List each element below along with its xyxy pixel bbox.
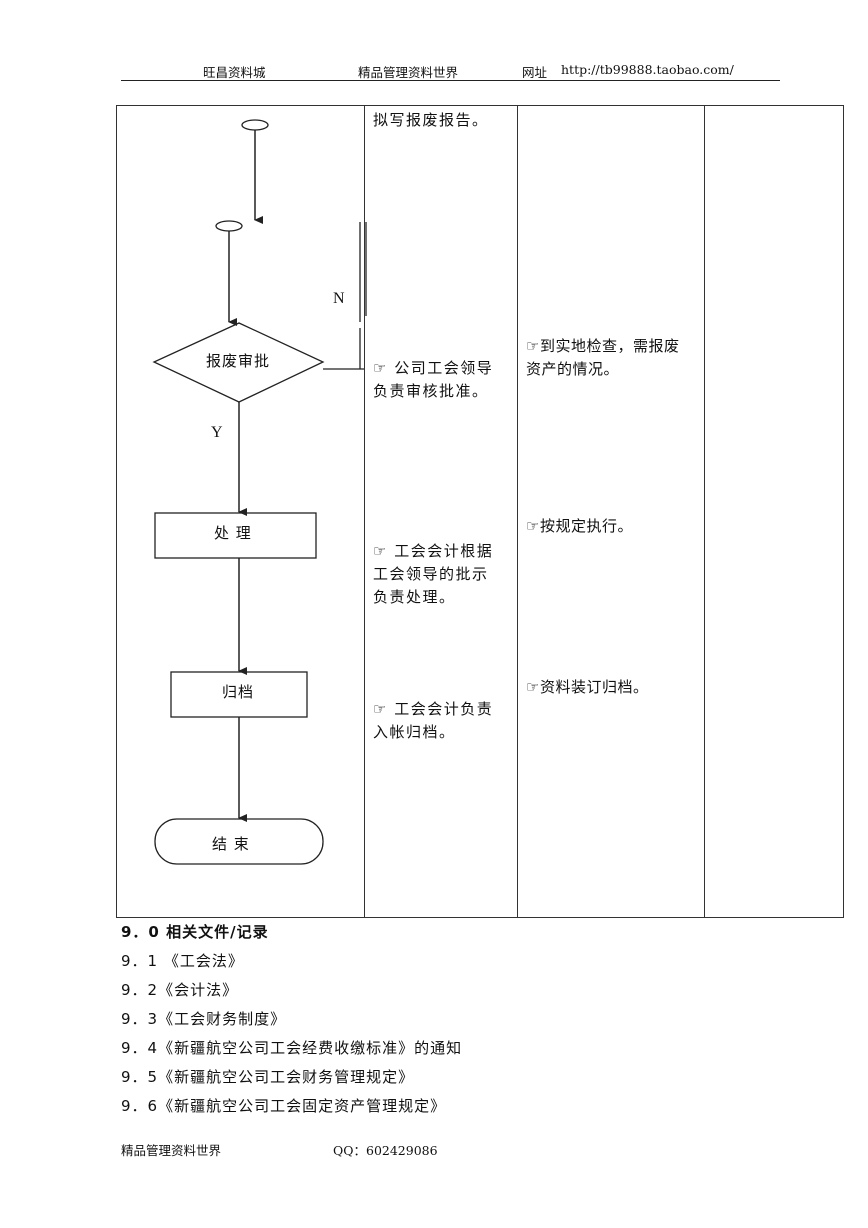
column-divider-3: [704, 105, 705, 918]
review-label: 报废审批: [206, 352, 271, 370]
col3-archive-text: ☞资料装订归档。: [526, 678, 649, 696]
header-left-text: 旺昌资料城: [203, 65, 266, 80]
end-label: 结 束: [212, 835, 250, 853]
section-item: 9．6《新疆航空公司工会固定资产管理规定》: [121, 1097, 447, 1115]
col3-review-text: ☞到实地检查，需报废 资产的情况。: [526, 337, 680, 378]
page-header: 旺昌资料城 精品管理资料世界 网址 http://tb99888.taobao.…: [0, 62, 868, 80]
section-title: 9．0 相关文件/记录: [121, 923, 269, 941]
connector-circle-2: [215, 220, 243, 232]
footer-qq-text: QQ：602429086: [333, 1143, 438, 1158]
column-divider-2: [517, 105, 518, 918]
col2-process-text: ☞ 工会会计根据 工会领导的批示 负责处理。: [373, 542, 494, 606]
process-label: 处 理: [214, 524, 252, 542]
yes-label: Y: [211, 424, 223, 441]
section-item: 9．4《新疆航空公司工会经费收缴标准》的通知: [121, 1039, 463, 1057]
section-item: 9．5《新疆航空公司工会财务管理规定》: [121, 1068, 415, 1086]
end-terminal: [154, 818, 324, 865]
header-middle-text: 精品管理资料世界: [358, 65, 459, 80]
header-url-label: 网址: [522, 65, 548, 80]
col2-archive-text: ☞ 工会会计负责 入帐归档。: [373, 700, 494, 741]
section-item: 9．1 《工会法》: [121, 952, 244, 970]
archive-label: 归档: [222, 683, 255, 701]
column-divider-1: [364, 105, 365, 918]
process-table: [116, 105, 844, 918]
process-box: [154, 512, 317, 559]
section-item: 9．2《会计法》: [121, 981, 239, 999]
col2-review-text: ☞ 公司工会领导 负责审核批准。: [373, 359, 494, 400]
no-label: N: [333, 290, 345, 307]
section-item: 9．3《工会财务制度》: [121, 1010, 287, 1028]
header-divider: [121, 80, 780, 81]
header-url[interactable]: http://tb99888.taobao.com/: [561, 62, 734, 77]
col2-top-text: 拟写报废报告。: [373, 111, 489, 129]
col3-process-text: ☞按规定执行。: [526, 517, 633, 535]
footer-left-text: 精品管理资料世界: [121, 1143, 222, 1158]
connector-circle-1: [241, 119, 269, 131]
